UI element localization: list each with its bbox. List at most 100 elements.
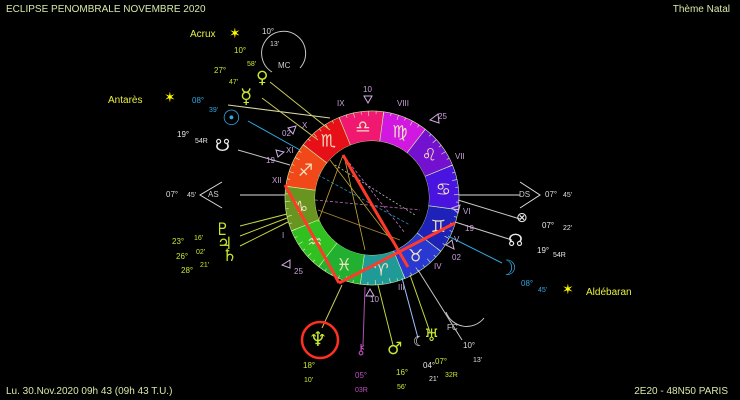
house-12-cusp: 19 (266, 156, 275, 165)
house-9-label: IX (337, 99, 345, 108)
degree-tick (353, 112, 355, 118)
pluto-icon[interactable]: ♇ (215, 220, 231, 240)
mercury-minutes: 47' (229, 79, 239, 86)
fc-label[interactable]: FC (447, 323, 458, 332)
degree-tick (396, 115, 399, 120)
mc-degree: 10° (262, 27, 275, 36)
pluto-degree: 23° (172, 237, 185, 246)
house-3-cusp: 10 (370, 295, 379, 304)
degree-tick (433, 254, 437, 258)
mars-icon[interactable]: ♂ (387, 339, 403, 359)
degree-tick (409, 120, 413, 126)
neptune-minutes: 10' (304, 377, 314, 384)
degree-tick (438, 145, 442, 148)
house-9-cusp: 10 (363, 85, 372, 94)
ds-degree: 07° (545, 190, 558, 199)
star-acrux-label: Acrux (190, 29, 216, 40)
ds-minutes: 45' (563, 192, 573, 199)
degree-tick (441, 151, 446, 155)
house-1-label: I (282, 231, 285, 240)
chart-mode[interactable]: Thème Natal (672, 4, 730, 15)
chiron-icon[interactable]: ⚷ (356, 342, 367, 358)
venus-degree: 10° (234, 46, 247, 55)
degree-tick (404, 117, 406, 121)
house-5-label: V (454, 235, 460, 244)
house-7-label: VII (455, 152, 465, 161)
moon-icon[interactable]: ☽ (498, 256, 517, 280)
degree-tick (303, 144, 308, 149)
degree-tick (289, 171, 294, 174)
house-2-cusp: 25 (294, 267, 303, 276)
south-node-icon[interactable]: ☋ (215, 136, 231, 156)
neptune-degree: 18° (303, 361, 316, 370)
degree-tick (389, 278, 391, 284)
part-of-fortune-icon[interactable]: ⊗ (516, 210, 528, 226)
fc-degree: 10° (463, 341, 476, 350)
footer-location: 2E20 - 48N50 PARIS (634, 386, 728, 397)
lilith-icon[interactable]: ☾ (413, 334, 426, 350)
degree-tick (312, 259, 316, 263)
mc-arc (261, 30, 307, 73)
fortune-minutes: 22' (563, 225, 573, 232)
connector-lines (227, 81, 521, 346)
degree-tick (452, 179, 458, 181)
venus-icon[interactable]: ♀ (256, 68, 269, 88)
neptune-icon[interactable]: ♆ (309, 327, 327, 351)
chart-title: ECLIPSE PENOMBRALE NOVEMBRE 2020 (6, 4, 206, 15)
north-node-degree: 19° (537, 246, 550, 255)
saturn-degree: 28° (181, 266, 194, 275)
degree-tick (291, 164, 295, 166)
degree-tick (302, 248, 306, 251)
ascendant-arrow (199, 181, 223, 209)
saturn-icon[interactable]: ♄ (222, 246, 238, 266)
degree-tick (294, 236, 298, 239)
degree-tick (444, 235, 450, 239)
sign-cancer-icon: ♋ (436, 180, 451, 200)
zodiac-ring: ♈♉♊♋♌♍♎♏♐♑♒♓ (284, 110, 460, 286)
degree-tick (432, 139, 437, 144)
sign-gemini-icon: ♊ (431, 217, 446, 237)
degree-tick (307, 252, 312, 257)
ds-label[interactable]: DS (519, 190, 531, 199)
moon-degree: 08° (521, 279, 534, 288)
house-6-label: VI (463, 207, 471, 216)
sign-capricorn-icon: ♑ (293, 198, 308, 218)
degree-tick (452, 171, 456, 174)
degree-tick (338, 275, 340, 279)
as-minutes: 45' (187, 192, 197, 199)
sign-aries-icon: ♈ (373, 260, 388, 280)
degree-tick (307, 138, 311, 142)
mercury-icon[interactable]: ☿ (240, 84, 253, 108)
sun-icon[interactable]: ☉ (222, 106, 241, 130)
degree-tick (402, 273, 406, 279)
as-label[interactable]: AS (208, 190, 219, 199)
degree-tick (436, 247, 441, 252)
moon-minutes: 45' (538, 287, 548, 294)
jupiter-degree: 26° (176, 252, 189, 261)
sign-virgo-icon: ♍ (392, 123, 407, 143)
degree-tick (447, 164, 453, 168)
house-3-label: III (398, 283, 405, 292)
north-node-icon[interactable]: ☊ (508, 231, 524, 251)
jupiter-minutes: 02' (196, 249, 206, 256)
mars-minutes: 56' (397, 384, 407, 391)
degree-tick (390, 113, 392, 117)
jupiter-icon[interactable]: ♃ (217, 234, 233, 254)
house-10-label: X (302, 121, 308, 130)
degree-tick (324, 268, 327, 272)
aspect-lines (314, 154, 421, 251)
uranus-icon[interactable]: ♅ (424, 326, 440, 346)
degree-tick (294, 157, 300, 161)
fc-minutes: 13' (473, 357, 483, 364)
star-antares-label: Antarès (108, 95, 143, 106)
house-12-label: XII (272, 176, 282, 185)
mars-degree: 16° (396, 368, 409, 377)
chiron-degree: 05° (355, 371, 368, 380)
wheel-center (315, 141, 429, 255)
mc-label[interactable]: MC (278, 61, 291, 70)
sign-leo-icon: ♌ (422, 145, 437, 165)
chiron-minutes: 03R (355, 387, 368, 394)
sign-scorpio-icon: ♏ (321, 132, 336, 152)
degree-tick (396, 278, 399, 282)
